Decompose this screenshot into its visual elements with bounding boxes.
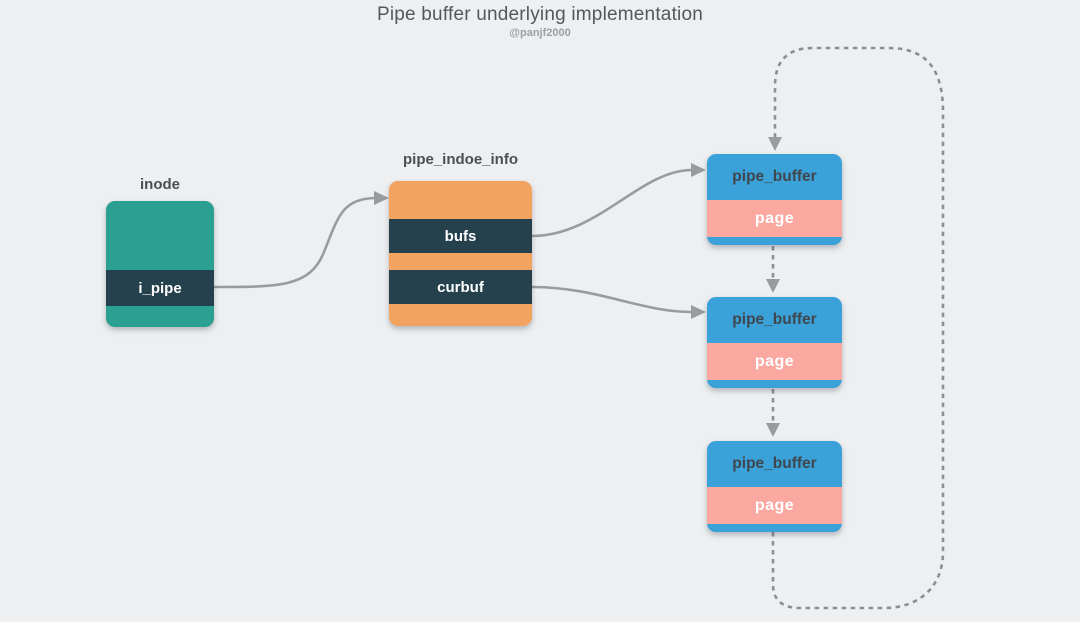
- pipe-buffer-2-title: pipe_buffer: [732, 311, 817, 328]
- pipe-buffer-1-title: pipe_buffer: [732, 168, 817, 185]
- dashed-loop-buffer3-to-buffer1: [771, 46, 945, 610]
- arrowhead-buffer2-left: [691, 305, 706, 319]
- pipe-buffer-node-3: pipe_buffer page: [707, 441, 842, 532]
- pipe-info-field-bufs: bufs: [389, 219, 532, 253]
- arrowhead-pipeinfo: [374, 191, 389, 205]
- page-author: @panjf2000: [509, 27, 571, 39]
- page-title: Pipe buffer underlying implementation: [376, 4, 704, 25]
- pipe-info-node: bufs curbuf: [389, 181, 532, 326]
- pipe-buffer-1-page-band: page: [707, 200, 842, 237]
- arrow-curbuf-to-buffer2: [531, 285, 693, 314]
- arrow-bufs-to-buffer1: [531, 168, 693, 238]
- inode-field-i-pipe: i_pipe: [106, 270, 214, 306]
- inode-label: inode: [140, 176, 180, 193]
- arrowhead-buffer1-top: [768, 137, 782, 151]
- pipe-buffer-node-2: pipe_buffer page: [707, 297, 842, 388]
- arrow-ipipe-to-pipeinfo: [213, 196, 378, 289]
- pipe-info-field-curbuf: curbuf: [389, 270, 532, 304]
- pipe-buffer-node-1: pipe_buffer page: [707, 154, 842, 245]
- arrowhead-buffer2-top: [766, 279, 780, 293]
- pipe-buffer-3-title: pipe_buffer: [732, 455, 817, 472]
- pipe-buffer-3-page-band: page: [707, 487, 842, 524]
- arrowhead-buffer1-left: [691, 163, 706, 177]
- pipe-buffer-2-page-band: page: [707, 343, 842, 380]
- inode-node: i_pipe: [106, 201, 214, 327]
- arrowhead-buffer3-top: [766, 423, 780, 437]
- pipe-info-label: pipe_indoe_info: [402, 151, 518, 168]
